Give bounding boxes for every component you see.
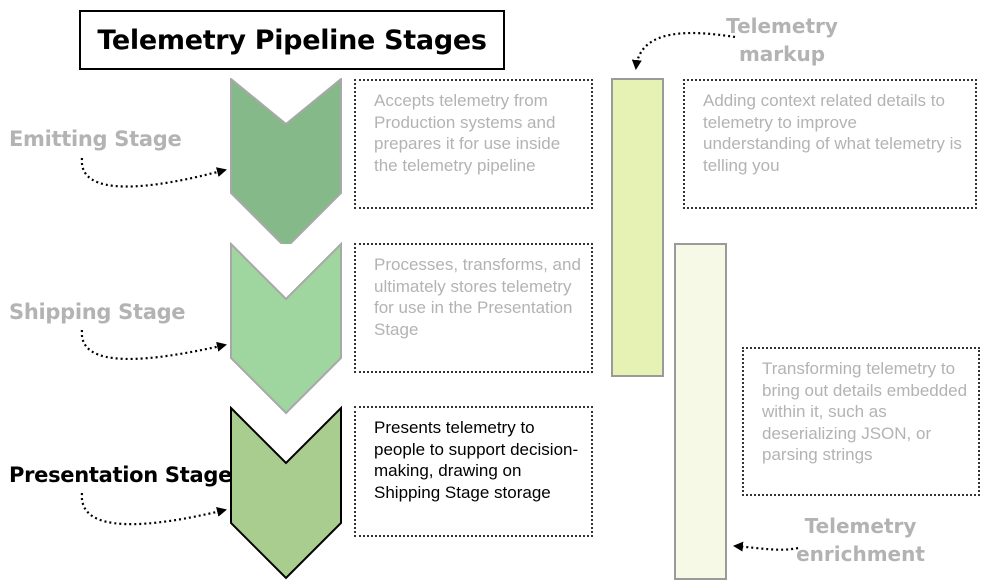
- emitting-stage-arrow: [80, 157, 227, 188]
- presentation-stage-label: Presentation Stage: [9, 463, 233, 487]
- telemetry-enrichment-description: Transforming telemetry to bring out deta…: [742, 347, 980, 496]
- shipping-stage-chevron: [231, 244, 341, 299]
- emitting-chevron-notch-edge: [230, 78, 342, 126]
- emitting-stage-label: Emitting Stage: [9, 127, 182, 151]
- telemetry-markup-arrow: [631, 31, 736, 70]
- shipping-stage-arrow: [80, 329, 227, 360]
- telemetry-enrichment-arrow: [733, 541, 799, 552]
- shipping-stage-description: Processes, transforms, and ultimately st…: [354, 243, 593, 373]
- telemetry-enrichment-bar: [674, 243, 727, 580]
- emitting-chevron-notch: [231, 78, 341, 123]
- diagram-title: Telemetry Pipeline Stages: [79, 10, 505, 70]
- telemetry-markup-description: Adding context related details to teleme…: [683, 79, 977, 209]
- shipping-stage-label: Shipping Stage: [9, 300, 186, 324]
- shipping-stage-chevron-body: [230, 241, 342, 415]
- presentation-stage-arrow: [80, 492, 227, 526]
- presentation-stage-chevron: [230, 405, 342, 580]
- presentation-stage-description: Presents telemetry to people to support …: [354, 406, 593, 537]
- emitting-stage-description: Accepts telemetry from Production system…: [354, 79, 593, 209]
- telemetry-markup-bar: [611, 78, 664, 377]
